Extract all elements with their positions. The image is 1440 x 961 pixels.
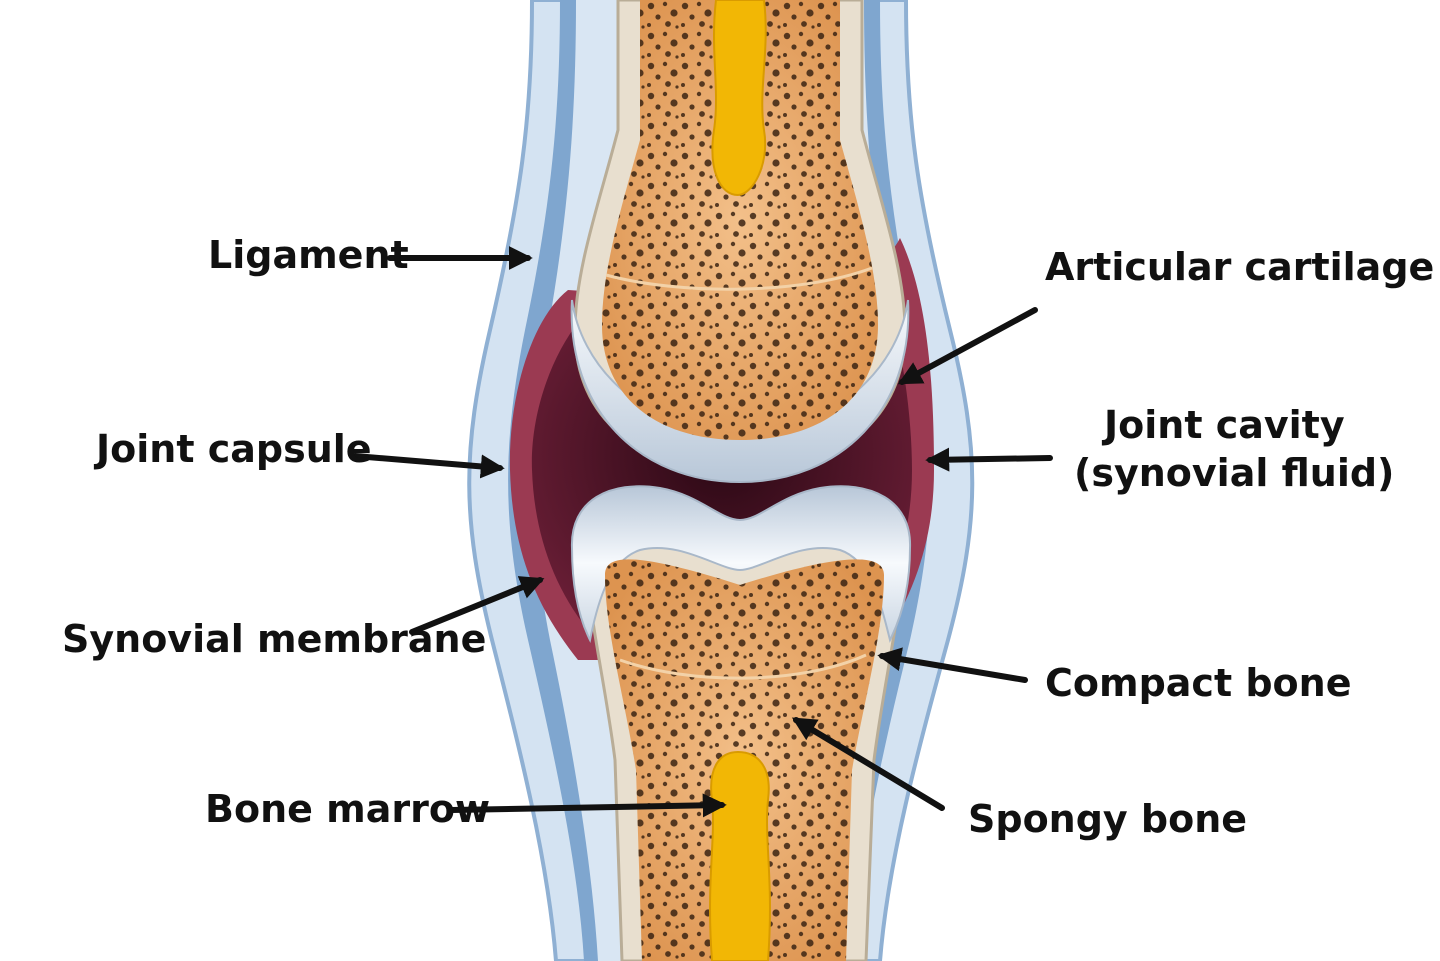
lower-growth-line <box>619 653 867 680</box>
spongy-bone-arrow <box>791 717 945 811</box>
label-synovial-fluid: (synovial fluid) <box>1074 451 1394 495</box>
label-articular-cartilage: Articular cartilage <box>1045 245 1434 289</box>
label-bone-marrow: Bone marrow <box>205 787 490 831</box>
label-ligament: Ligament <box>208 233 409 277</box>
label-spongy-bone: Spongy bone <box>968 797 1247 841</box>
joint-cavity-arrow <box>925 447 1053 472</box>
lower-bone-marrow <box>709 750 771 961</box>
upper-spongy-pores <box>602 0 878 440</box>
label-compact-bone: Compact bone <box>1045 661 1352 705</box>
label-joint-capsule: Joint capsule <box>93 427 372 471</box>
label-joint-cavity: Joint cavity <box>1101 403 1345 447</box>
compact-bone-arrow <box>877 647 1028 683</box>
bone-marrow-arrow <box>449 793 727 818</box>
upper-growth-line <box>605 266 873 291</box>
label-synovial-membrane: Synovial membrane <box>62 617 486 661</box>
articular-cartilage-arrow <box>897 307 1038 385</box>
upper-bone-marrow <box>711 0 767 197</box>
synovial-membrane-arrow <box>409 576 545 635</box>
joint-capsule-arrow <box>352 453 505 479</box>
